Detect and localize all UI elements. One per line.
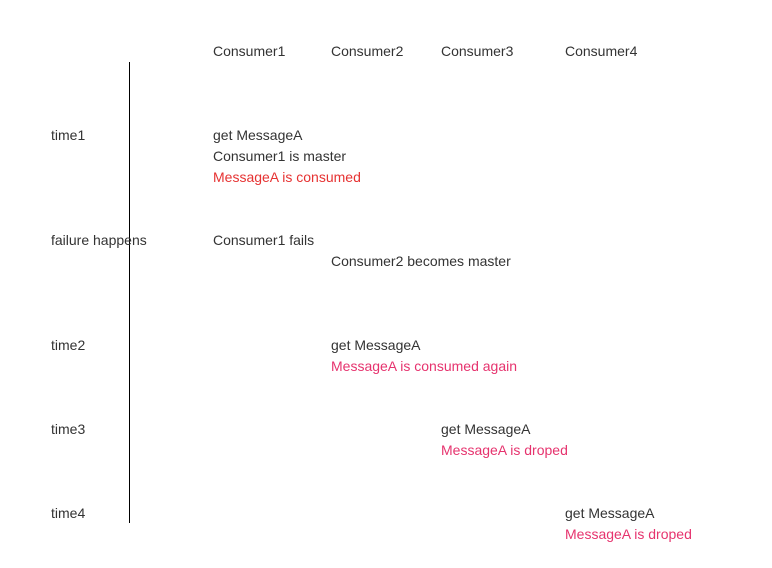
header-consumer3: Consumer3 (441, 43, 514, 59)
consumer3-message-droped: MessageA is droped (441, 442, 568, 458)
row-label-time2: time2 (51, 337, 86, 353)
consumer1-is-master: Consumer1 is master (213, 148, 347, 164)
consumer2-becomes-master: Consumer2 becomes master (331, 253, 511, 269)
consumer2-get-message: get MessageA (331, 337, 421, 353)
consumer1-get-message: get MessageA (213, 127, 303, 143)
row-label-time4: time4 (51, 505, 86, 521)
consumer1-message-consumed: MessageA is consumed (213, 169, 361, 185)
consumer3-get-message: get MessageA (441, 421, 531, 437)
row-label-failure: failure happens (51, 232, 147, 248)
consumer1-fails: Consumer1 fails (213, 232, 315, 248)
consumer2-message-consumed-again: MessageA is consumed again (331, 358, 517, 374)
row-label-time1: time1 (51, 127, 86, 143)
header-consumer1: Consumer1 (213, 43, 286, 59)
timeline-axis (129, 62, 130, 523)
header-consumer2: Consumer2 (331, 43, 404, 59)
header-consumer4: Consumer4 (565, 43, 638, 59)
consumer4-get-message: get MessageA (565, 505, 655, 521)
consumer4-message-droped: MessageA is droped (565, 526, 692, 542)
row-label-time3: time3 (51, 421, 86, 437)
